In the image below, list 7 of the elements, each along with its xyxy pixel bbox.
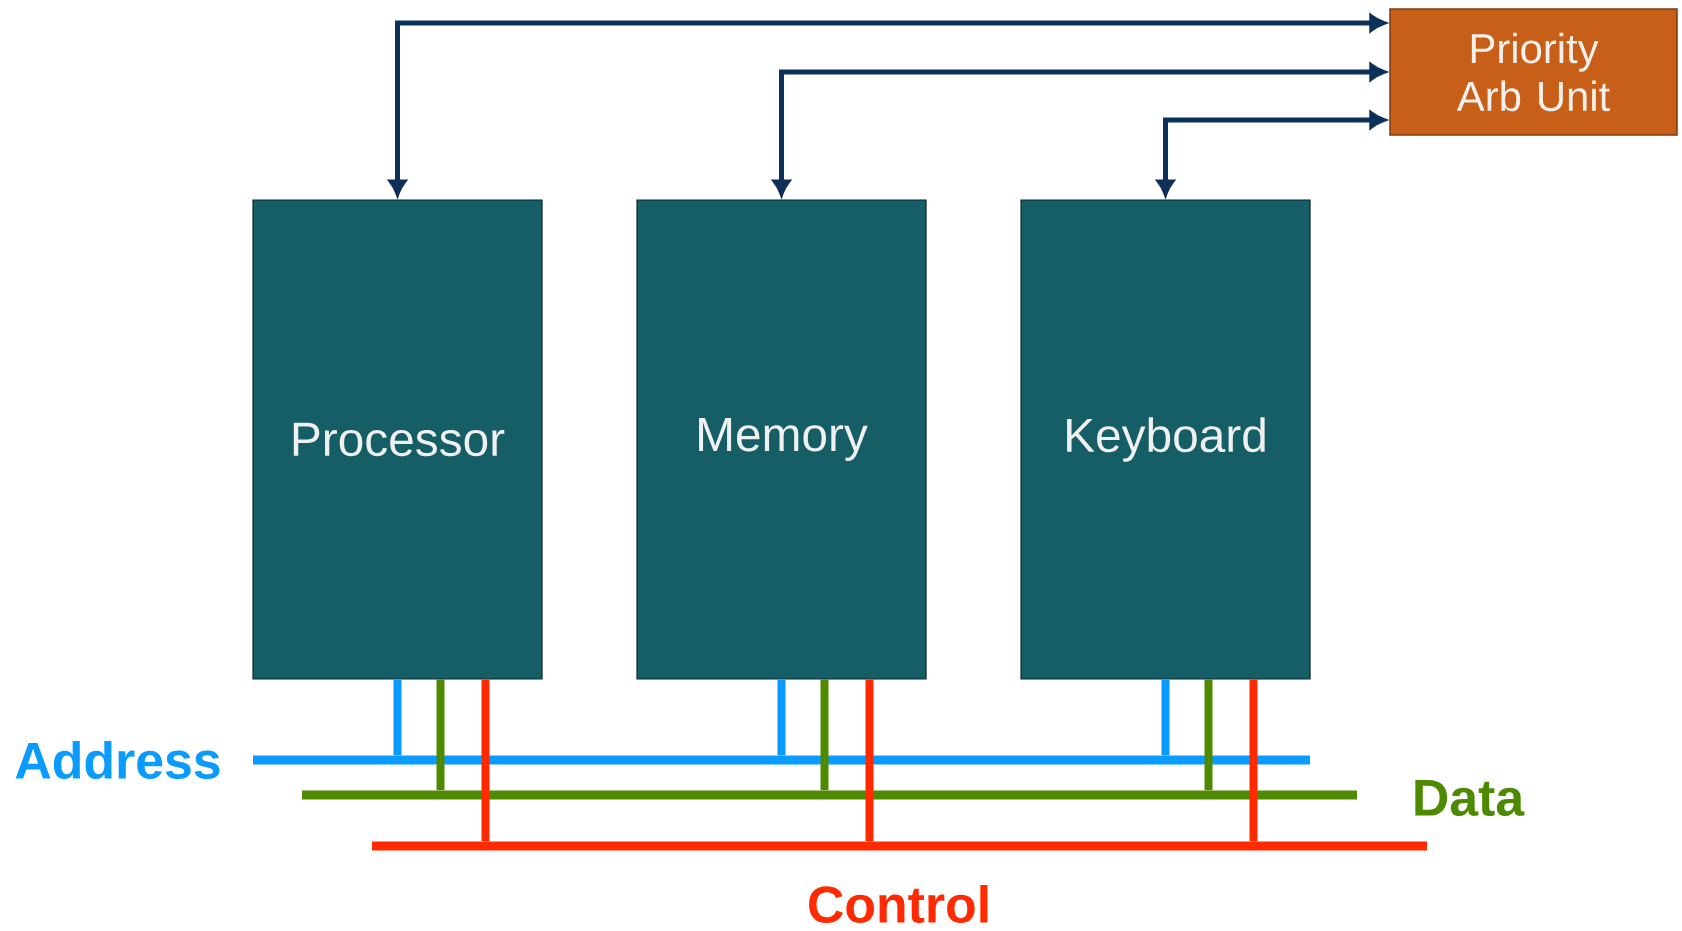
- device-box: Memory: [636, 199, 927, 680]
- device-box: Processor: [252, 199, 543, 680]
- bus-label: Data: [1415, 779, 1525, 817]
- bus-label: Address: [15, 741, 220, 780]
- bus-label: Control: [809, 885, 988, 924]
- device-box: Keyboard: [1020, 199, 1311, 680]
- arbiter-box: Priority Arb Unit: [1389, 8, 1678, 136]
